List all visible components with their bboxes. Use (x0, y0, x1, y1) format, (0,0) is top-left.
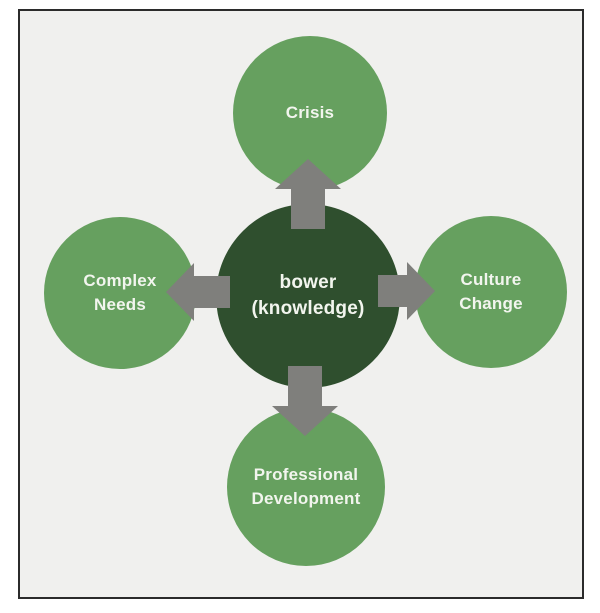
node-complex-needs-line2: Needs (93, 295, 146, 314)
right-arrow-icon (407, 262, 435, 320)
node-culture-change-label: Culture Change (459, 268, 523, 316)
node-professional-development-label: Professional Development (252, 463, 361, 511)
node-crisis-label: Crisis (286, 101, 334, 125)
left-arrow-icon (166, 263, 194, 321)
node-culture-change-line2: Change (459, 294, 523, 313)
node-professional-development-line1: Professional (253, 465, 359, 485)
node-culture-change: Culture Change (415, 216, 567, 368)
up-arrow-stem (291, 187, 325, 229)
node-center-bower-knowledge: bower (knowledge) (216, 204, 400, 388)
node-crisis-line1: Crisis (285, 103, 335, 123)
node-complex-needs-line1: Complex (83, 271, 157, 291)
down-arrow-icon (272, 406, 338, 436)
down-arrow-stem (288, 366, 322, 407)
right-arrow-stem (378, 275, 408, 307)
node-center-line2: (knowledge) (251, 298, 365, 319)
left-arrow-stem (192, 276, 230, 308)
node-culture-change-line1: Culture (460, 270, 522, 290)
up-arrow-icon (275, 159, 341, 189)
node-center-label: bower (knowledge) (251, 270, 364, 321)
node-complex-needs-label: Complex Needs (83, 269, 156, 317)
node-professional-development-line2: Development (251, 489, 361, 508)
node-center-line1: bower (279, 272, 337, 294)
